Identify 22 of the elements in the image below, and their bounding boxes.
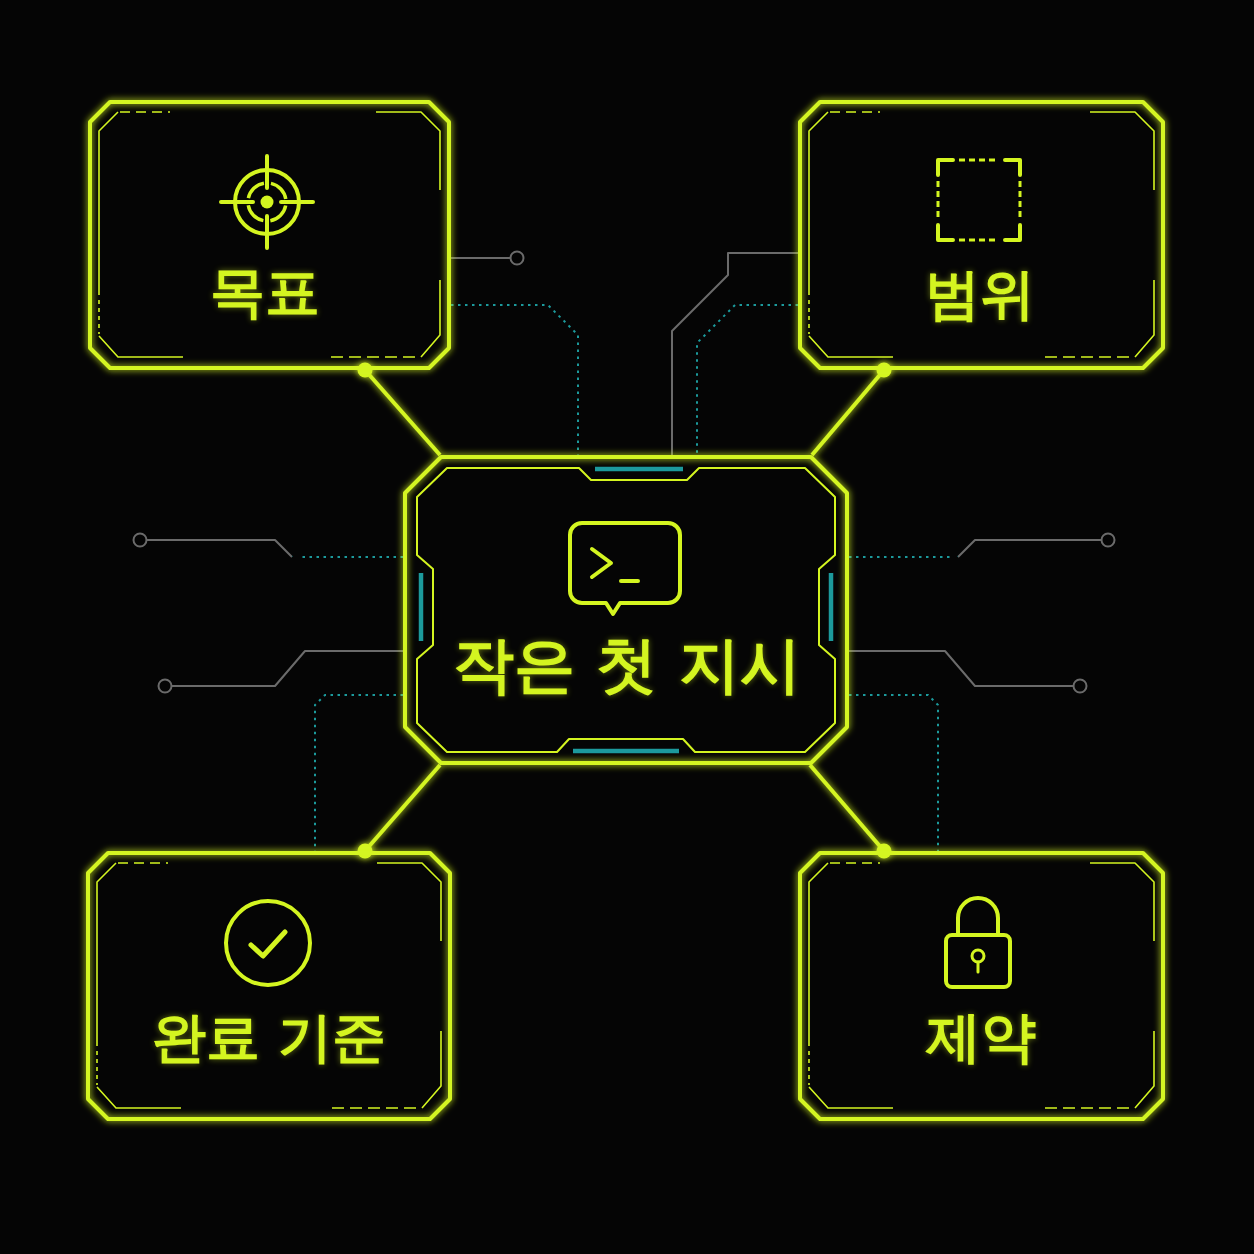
circuit-trace <box>848 532 1116 558</box>
panel-title: 작은 첫 지시 <box>453 633 801 697</box>
panel-title: 제약 <box>926 1009 1036 1067</box>
hud-panel <box>86 851 452 1121</box>
connector-line <box>357 763 442 859</box>
circuit-trace <box>132 532 404 558</box>
circuit-trace <box>848 694 939 852</box>
panel-title: 완료 기준 <box>151 1009 387 1067</box>
hud-panel <box>88 100 451 370</box>
circuit-trace <box>696 304 799 456</box>
hud-panel <box>798 100 1165 370</box>
hub-panel <box>403 455 849 765</box>
circuit-trace <box>157 650 404 694</box>
hud-panel <box>798 851 1165 1121</box>
panel-title: 목표 <box>210 264 320 322</box>
panel-title: 범위 <box>925 266 1035 324</box>
connector-line <box>810 362 892 457</box>
connector-line <box>357 362 442 457</box>
connector-line <box>808 763 892 859</box>
circuit-trace <box>671 252 799 456</box>
circuit-trace <box>450 250 525 266</box>
circuit-trace <box>848 650 1088 694</box>
